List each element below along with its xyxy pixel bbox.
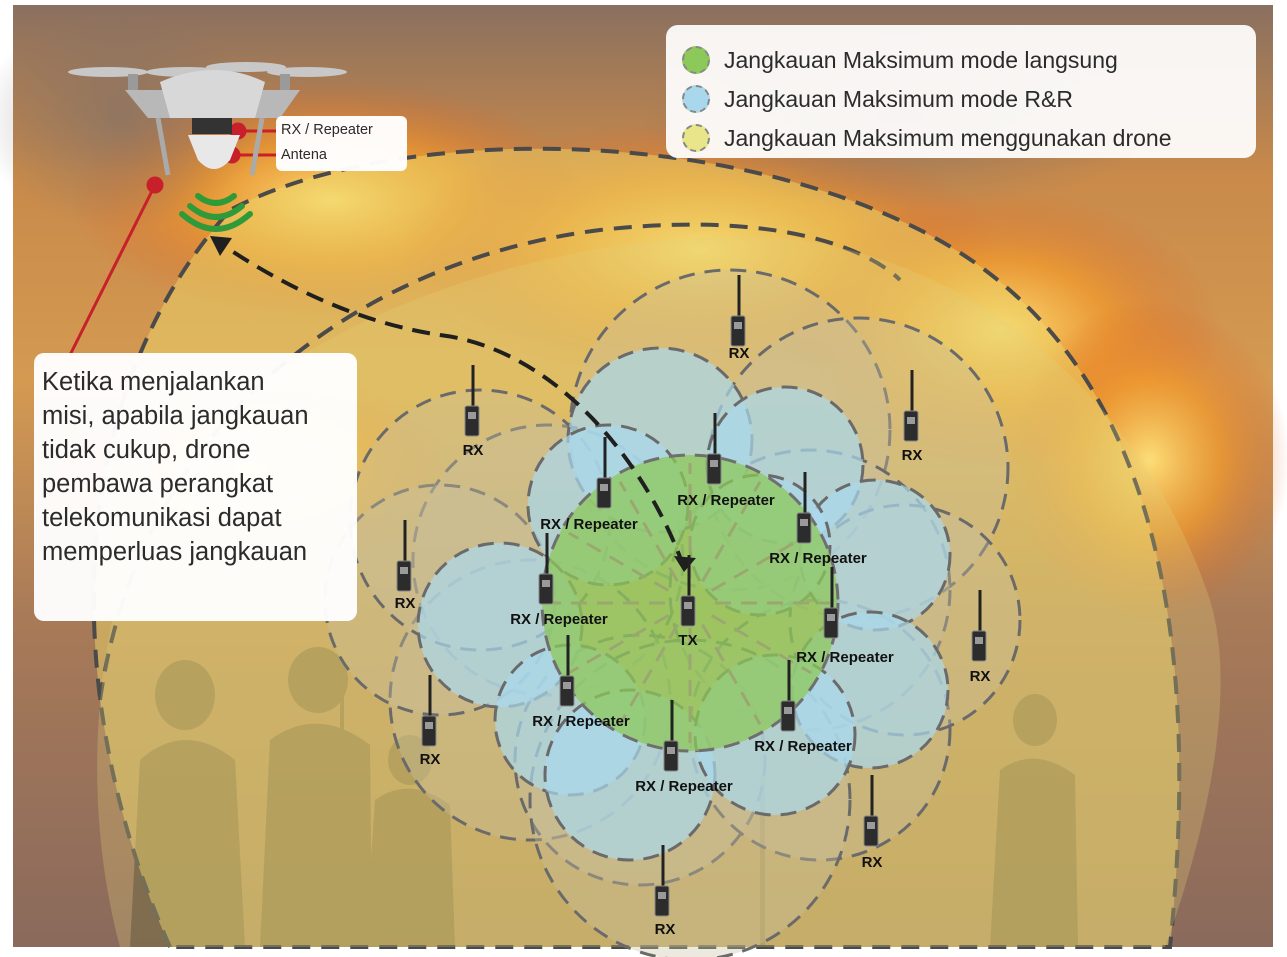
tx-spoke	[568, 614, 670, 675]
legend: Jangkauan Maksimum mode langsung Jangkau…	[666, 25, 1256, 158]
tx-spoke	[618, 623, 679, 725]
radio-body-icon	[596, 477, 612, 509]
radio-label: RX	[862, 854, 883, 871]
tx-spoke	[710, 614, 812, 675]
legend-label-rr: Jangkauan Maksimum mode R&R	[724, 85, 1073, 112]
legend-label-direct: Jangkauan Maksimum mode langsung	[724, 46, 1118, 73]
tx-spoke	[701, 481, 762, 583]
radio-screen-icon	[425, 722, 433, 729]
radio-body-icon	[706, 453, 722, 485]
radio-screen-icon	[468, 412, 476, 419]
legend-swatch-drone	[682, 124, 710, 152]
legend-swatch-direct	[682, 46, 710, 74]
radio-label: RX / Repeater	[677, 492, 775, 509]
rx-radio: RX	[463, 365, 484, 459]
radio-label: TX	[678, 632, 697, 649]
rx-repeater-radio: RX / Repeater	[796, 567, 894, 666]
radio-devices: RX RX RX RX RX RX RX RX TX RX / Repeater RX / Repe…	[395, 275, 991, 938]
arrowhead-to-drone	[210, 236, 232, 256]
radio-screen-icon	[734, 322, 742, 329]
rx-radio: RX	[654, 845, 676, 938]
radio-label: RX / Repeater	[635, 778, 733, 795]
rx-repeater-radio: RX / Repeater	[677, 413, 775, 509]
radio-label: RX	[729, 345, 750, 362]
legend-item-direct: Jangkauan Maksimum mode langsung	[682, 43, 1118, 77]
drone-label-box: RX / Repeater Antena	[276, 116, 407, 171]
legend-swatch-rr	[682, 85, 710, 113]
radio-body-icon	[903, 410, 919, 442]
radio-body-icon	[654, 885, 670, 917]
rx-radio: RX	[862, 775, 883, 871]
radio-body-icon	[863, 815, 879, 847]
radio-body-icon	[730, 315, 746, 347]
radio-body-icon	[680, 595, 696, 627]
radio-body-icon	[421, 715, 437, 747]
legend-label-drone: Jangkauan Maksimum menggunakan drone	[724, 124, 1172, 151]
radio-body-icon	[396, 560, 412, 592]
rx-repeater-radio: RX / Repeater	[769, 472, 867, 567]
radio-body-icon	[796, 512, 812, 544]
rx-repeater-radio: RX / Repeater	[540, 437, 638, 533]
radio-screen-icon	[800, 519, 808, 526]
radio-body-icon	[663, 740, 679, 772]
rx-repeater-radio: RX / Repeater	[532, 635, 630, 730]
tx-spoke	[710, 531, 812, 592]
radio-label: RX / Repeater	[532, 713, 630, 730]
drone-icon	[68, 62, 347, 176]
radio-body-icon	[971, 630, 987, 662]
legend-item-drone: Jangkauan Maksimum menggunakan drone	[682, 121, 1172, 155]
radio-screen-icon	[542, 580, 550, 587]
radio-body-icon	[559, 675, 575, 707]
rx-repeater-radio: RX / Repeater	[635, 700, 733, 795]
radio-label: RX / Repeater	[796, 649, 894, 666]
radio-label: RX	[395, 595, 416, 612]
tx-spoke	[568, 531, 670, 592]
radio-screen-icon	[400, 567, 408, 574]
tx-spoke	[618, 481, 679, 583]
radio-screen-icon	[600, 484, 608, 491]
radio-body-icon	[823, 607, 839, 639]
rx-radio: RX	[729, 275, 750, 362]
radio-screen-icon	[867, 822, 875, 829]
radio-screen-icon	[684, 602, 692, 609]
rx-radio: RX	[420, 675, 441, 768]
radio-label: RX / Repeater	[754, 738, 852, 755]
tx-spokes	[550, 463, 830, 743]
callout-text: Ketika menjalankan misi, apabila jangkau…	[42, 368, 309, 566]
legend-item-rr: Jangkauan Maksimum mode R&R	[682, 82, 1073, 116]
radio-screen-icon	[907, 417, 915, 424]
drone-antenna-label: Antena	[281, 147, 327, 163]
radio-label: RX / Repeater	[510, 611, 608, 628]
radio-label: RX	[463, 442, 484, 459]
drone-rx-repeater-label: RX / Repeater	[281, 122, 373, 138]
radio-label: RX	[902, 447, 923, 464]
radio-screen-icon	[658, 892, 666, 899]
radio-screen-icon	[975, 637, 983, 644]
rx-repeater-radio: RX / Repeater	[754, 660, 852, 755]
radio-screen-icon	[710, 460, 718, 467]
radio-screen-icon	[827, 614, 835, 621]
callout-box: Ketika menjalankan misi, apabila jangkau…	[34, 353, 357, 621]
radio-screen-icon	[563, 682, 571, 689]
tx-spoke	[701, 623, 762, 725]
radio-label: RX	[420, 751, 441, 768]
radio-label: RX	[970, 668, 991, 685]
radio-label: RX / Repeater	[769, 550, 867, 567]
signal-path-arrow	[216, 240, 686, 569]
radio-body-icon	[538, 573, 554, 605]
radio-screen-icon	[667, 747, 675, 754]
radio-label: RX / Repeater	[540, 516, 638, 533]
radio-body-icon	[464, 405, 480, 437]
rx-radio: RX	[970, 590, 991, 685]
radio-screen-icon	[784, 707, 792, 714]
rx-radio: RX	[902, 370, 923, 464]
rx-repeater-radio: RX / Repeater	[510, 533, 608, 628]
radio-label: RX	[655, 921, 676, 938]
rx-radio: RX	[395, 520, 416, 612]
antenna-signal-icon	[179, 193, 253, 232]
tx-radio: TX	[678, 555, 698, 649]
radio-body-icon	[780, 700, 796, 732]
